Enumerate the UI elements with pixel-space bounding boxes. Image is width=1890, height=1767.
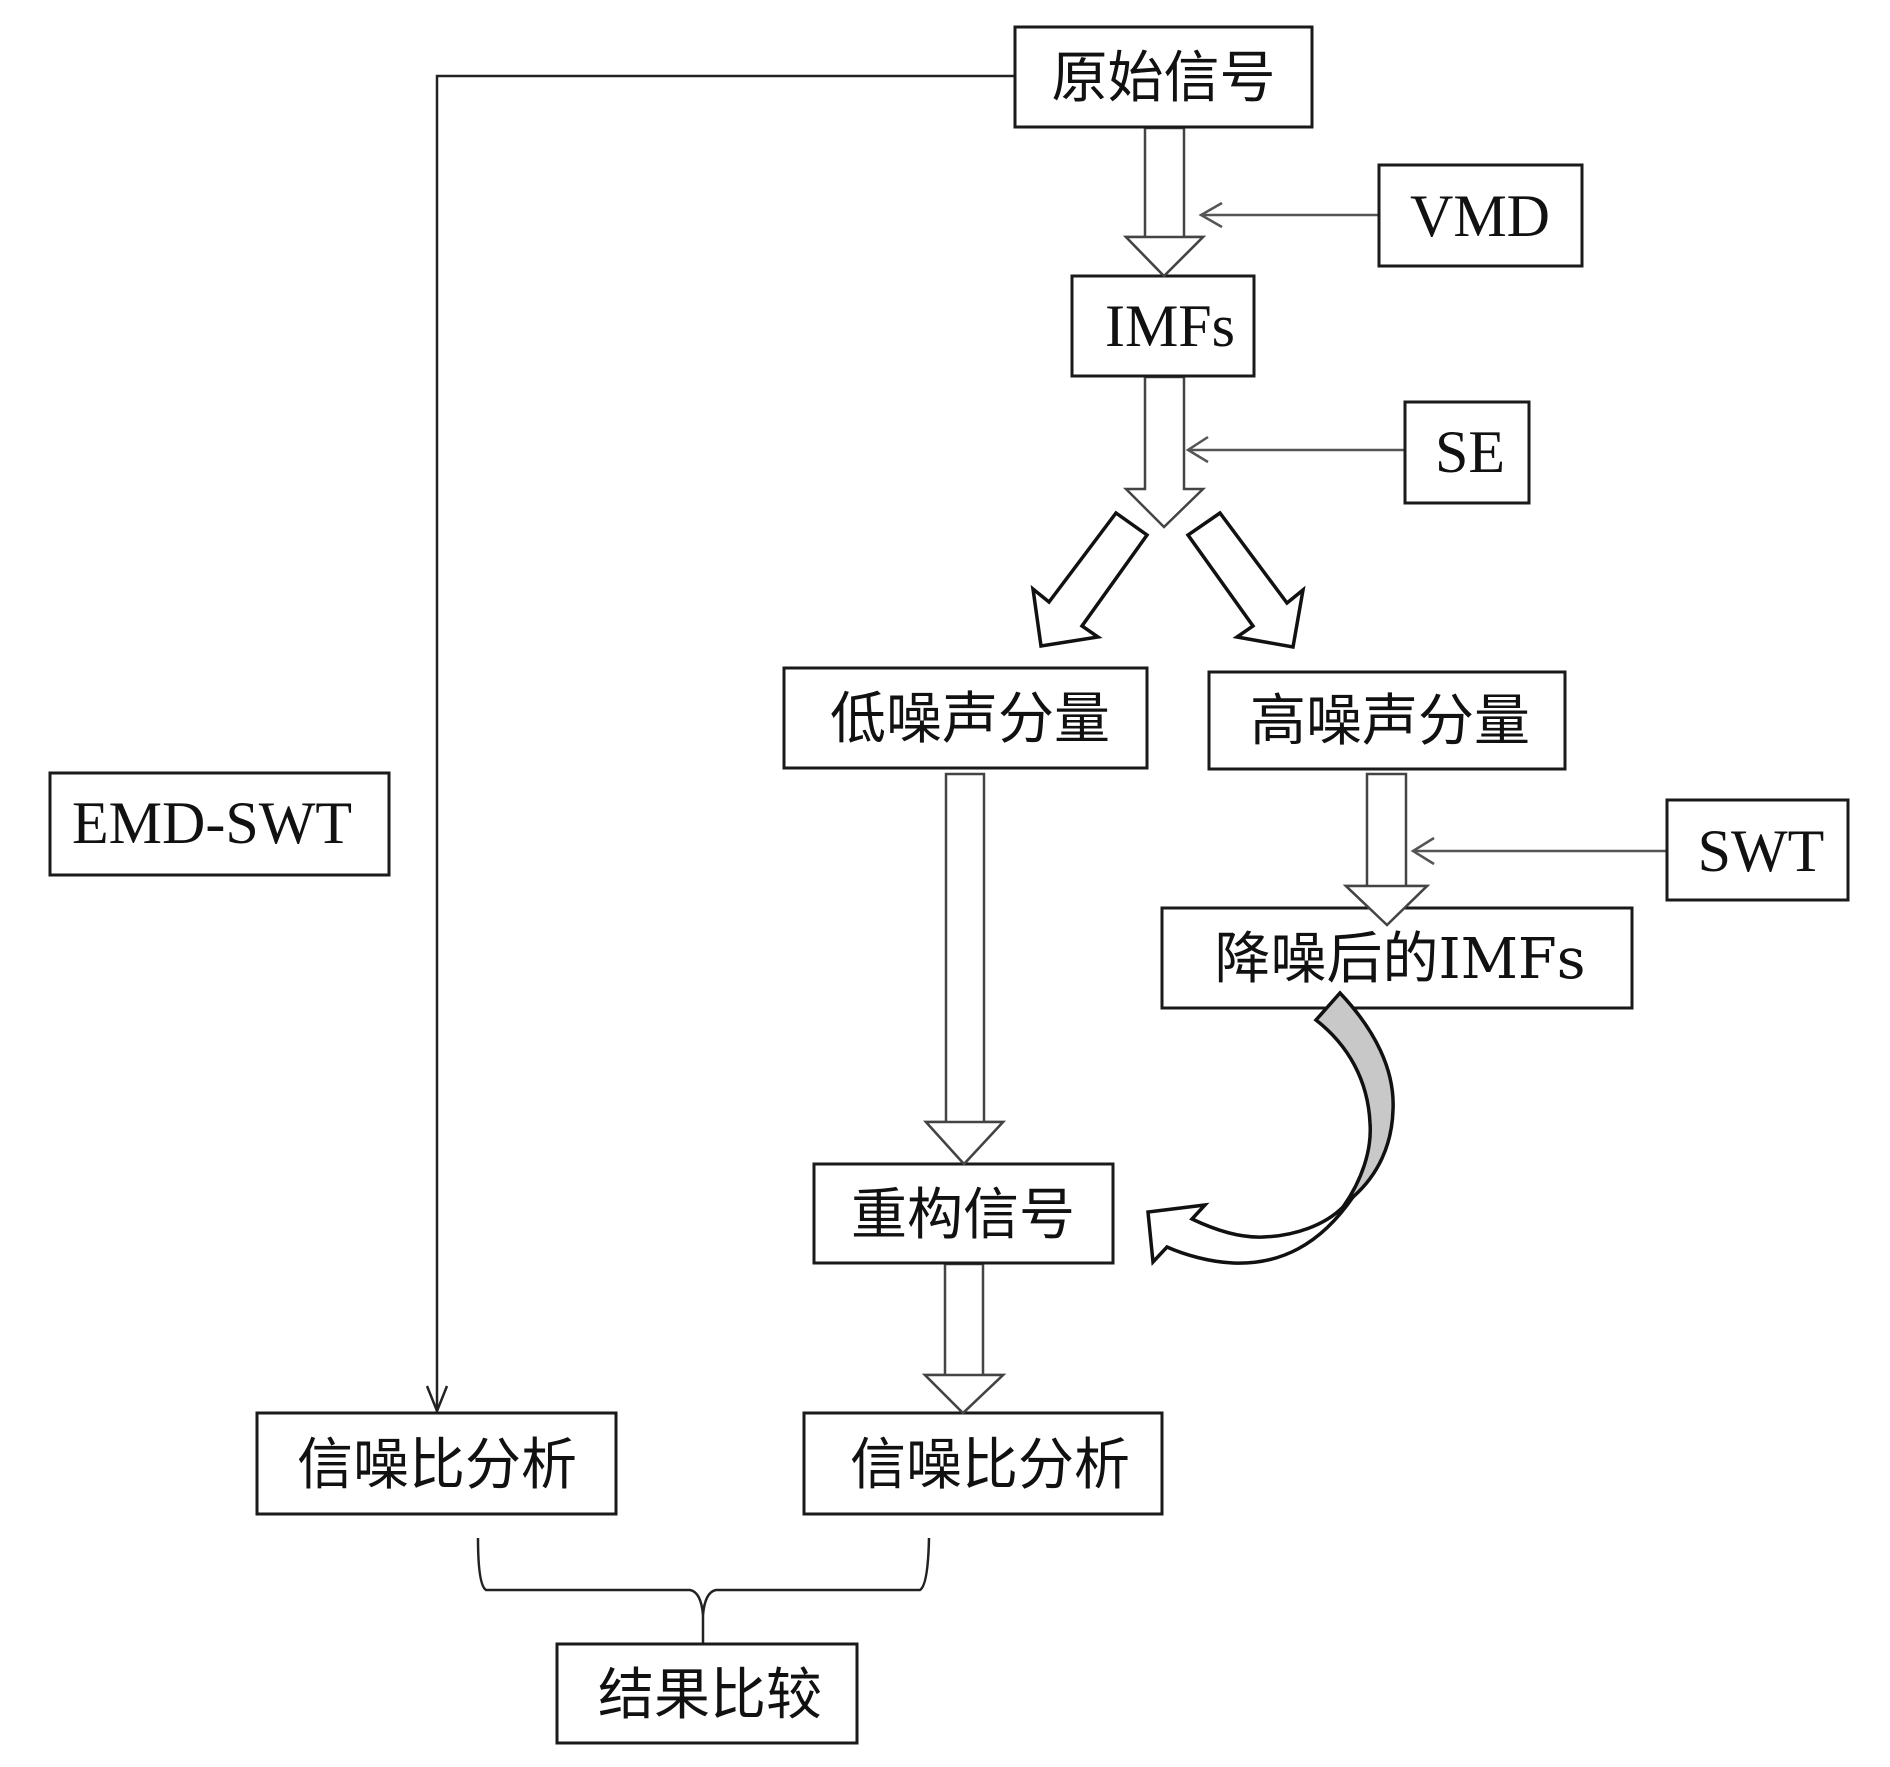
low-noise-box — [782, 666, 1149, 770]
bypass-arrowhead — [425, 1385, 449, 1415]
node-snr-right: 信噪比分析 — [802, 1411, 1164, 1516]
se-connector — [1185, 435, 1405, 464]
node-snr-left: 信噪比分析 — [255, 1411, 618, 1516]
high-noise-box — [1207, 670, 1567, 771]
comparison-brace — [476, 1537, 931, 1644]
bypass-line — [435, 74, 1015, 1411]
original-signal-box — [1013, 25, 1314, 129]
node-vmd: VMD — [1377, 163, 1584, 268]
snr-left-label: 信噪比分析 — [297, 1433, 577, 1498]
node-original-signal: 原始信号 — [1013, 25, 1314, 129]
arrow-low-noise-to-reconstructed — [923, 772, 1006, 1166]
reconstructed-box — [812, 1162, 1115, 1265]
bypass-connector — [425, 74, 1015, 1415]
node-emd-swt: EMD-SWT — [48, 771, 391, 877]
node-result-compare: 结果比较 — [555, 1642, 859, 1745]
imfs-box — [1070, 274, 1256, 378]
arrow-imfs-down — [1122, 375, 1207, 529]
node-se: SE — [1403, 400, 1531, 505]
swt-arrowhead — [1410, 836, 1435, 866]
arrow-high-noise-tip — [1342, 884, 1431, 927]
node-high-noise: 高噪声分量 — [1207, 670, 1567, 771]
se-box — [1403, 400, 1531, 505]
emd-swt-box — [48, 771, 391, 877]
node-reconstructed-signal: 重构信号 — [812, 1162, 1115, 1265]
node-imfs: IMFs — [1070, 274, 1256, 378]
snr-right-label: 信噪比分析 — [850, 1433, 1130, 1498]
vmd-arrowhead — [1198, 201, 1223, 229]
se-label: SE — [1435, 419, 1505, 485]
emd-swt-label: EMD-SWT — [72, 790, 352, 856]
arrow-low-noise-tip — [923, 1120, 1006, 1166]
result-compare-box — [555, 1642, 859, 1745]
arrow-to-low-noise — [1030, 510, 1150, 649]
original-signal-label: 原始信号 — [1052, 46, 1276, 111]
arrow-reconstructed-tip — [921, 1373, 1007, 1415]
swt-box — [1665, 798, 1850, 902]
vmd-label: VMD — [1410, 183, 1550, 249]
arrow-to-high-noise — [1185, 510, 1306, 650]
vmd-connector — [1198, 201, 1379, 229]
curved-arrow-lower — [1146, 1195, 1355, 1267]
result-compare-label: 结果比较 — [598, 1663, 822, 1728]
swt-connector — [1410, 836, 1667, 866]
low-noise-label: 低噪声分量 — [830, 687, 1110, 752]
snr-left-box — [255, 1411, 618, 1516]
arrow-original-tip — [1123, 235, 1207, 278]
swt-label: SWT — [1698, 818, 1825, 884]
se-arrowhead — [1185, 435, 1209, 464]
node-denoised-imfs: 降噪后的IMFs — [1160, 906, 1634, 1010]
curved-arrow-upper — [1313, 990, 1395, 1209]
reconstructed-label: 重构信号 — [851, 1183, 1075, 1248]
denoised-imfs-box — [1160, 906, 1634, 1010]
node-low-noise: 低噪声分量 — [782, 666, 1149, 770]
node-swt: SWT — [1665, 798, 1850, 902]
snr-right-box — [802, 1411, 1164, 1516]
vmd-box — [1377, 163, 1584, 268]
curved-arrow-denoised-to-reconstructed — [1146, 990, 1395, 1267]
denoised-imfs-label: 降噪后的IMFs — [1214, 927, 1585, 992]
imfs-label: IMFs — [1105, 293, 1235, 359]
high-noise-label: 高噪声分量 — [1250, 689, 1530, 754]
